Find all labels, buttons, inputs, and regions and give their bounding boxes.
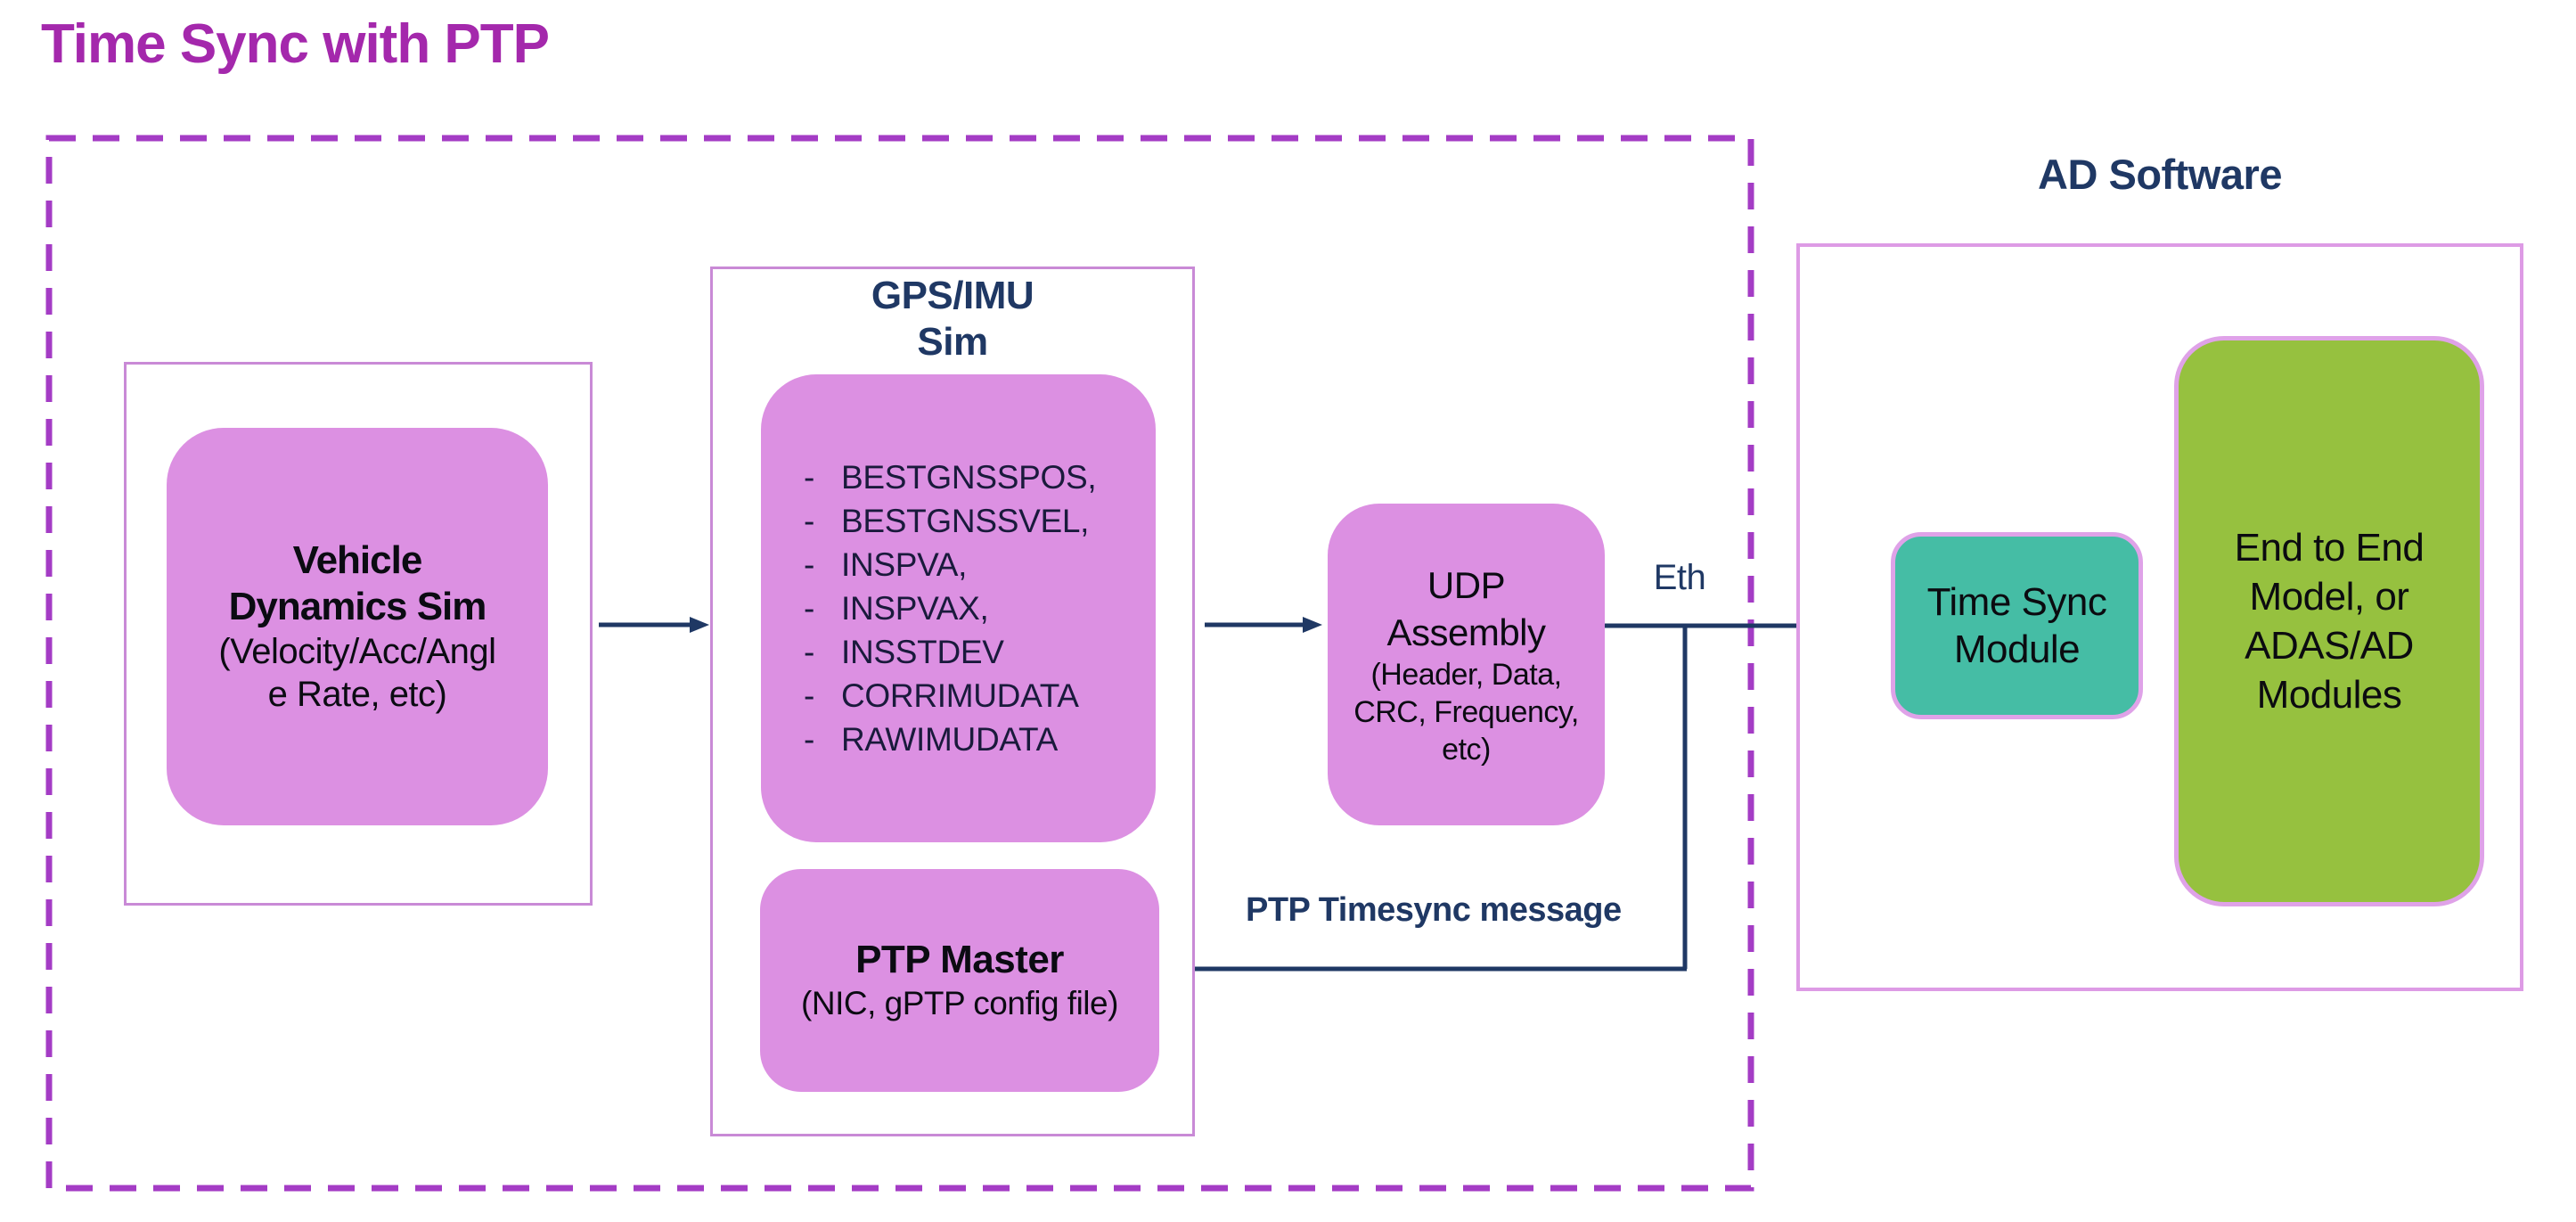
sim-boundary-dashed-border (45, 135, 1754, 1192)
bullet-dash: - (804, 721, 815, 758)
ptp-timesync-message-label: PTP Timesync message (1246, 891, 1622, 929)
gps-imu-heading-line1: GPS/IMU (871, 274, 1034, 317)
end-to-end-model-box: End to End Model, or ADAS/AD Modules (2174, 336, 2484, 906)
message-label: INSPVAX, (841, 590, 989, 627)
ptp-master-title: PTP Master (855, 938, 1064, 981)
bullet-dash: - (804, 634, 815, 670)
list-item: - CORRIMUDATA (761, 674, 1156, 718)
list-item: - RAWIMUDATA (761, 718, 1156, 761)
list-item: - BESTGNSSPOS, (761, 455, 1156, 499)
page-title: Time Sync with PTP (41, 13, 550, 75)
vds-title-line1: Vehicle (292, 538, 423, 582)
udp-title-line2: Assembly (1386, 611, 1546, 653)
gps-messages-box: - BESTGNSSPOS, - BESTGNSSVEL, - INSPVA, … (761, 374, 1156, 842)
ptp-master-box: PTP Master (NIC, gPTP config file) (760, 869, 1159, 1092)
udp-assembly-box: UDP Assembly (Header, Data, CRC, Frequen… (1328, 504, 1605, 825)
gps-imu-heading-line2: Sim (917, 320, 988, 364)
bullet-dash: - (804, 590, 815, 627)
udp-subtitle-line3: etc) (1442, 732, 1491, 767)
gps-imu-sim-heading: GPS/IMU Sim (710, 273, 1195, 365)
message-label: CORRIMUDATA (841, 677, 1079, 714)
e2e-line1: End to End (2234, 526, 2425, 570)
ad-software-heading: AD Software (2038, 151, 2282, 198)
list-item: - INSSTDEV (761, 630, 1156, 674)
udp-subtitle-line2: CRC, Frequency, (1353, 694, 1579, 729)
arrow-vds-to-gps (599, 617, 709, 633)
e2e-line2: Model, or (2249, 575, 2409, 619)
time-sync-module-line1: Time Sync (1926, 580, 2107, 624)
ptp-master-subtitle: (NIC, gPTP config file) (801, 985, 1118, 1021)
time-sync-module-box: Time Sync Module (1891, 532, 2143, 719)
bullet-dash: - (804, 503, 815, 539)
list-item: - BESTGNSSVEL, (761, 499, 1156, 543)
list-item: - INSPVAX, (761, 586, 1156, 630)
message-label: BESTGNSSVEL, (841, 503, 1090, 539)
udp-title-line1: UDP (1427, 563, 1506, 606)
vds-title-line2: Dynamics Sim (228, 585, 487, 628)
vds-subtitle-line2: e Rate, etc) (267, 675, 447, 714)
e2e-line3: ADAS/AD (2245, 624, 2414, 668)
eth-label: Eth (1653, 558, 1706, 597)
bullet-dash: - (804, 677, 815, 714)
message-label: INSPVA, (841, 546, 968, 583)
message-label: INSSTDEV (841, 634, 1004, 670)
list-item: - INSPVA, (761, 543, 1156, 586)
vds-subtitle-line1: (Velocity/Acc/Angl (218, 632, 496, 671)
e2e-line4: Modules (2256, 673, 2402, 717)
time-sync-module-line2: Module (1953, 627, 2081, 671)
bullet-dash: - (804, 546, 815, 583)
arrow-gps-to-udp (1205, 617, 1322, 633)
vehicle-dynamics-sim-box: Vehicle Dynamics Sim (Velocity/Acc/Angl … (167, 428, 548, 825)
bullet-dash: - (804, 459, 815, 496)
message-label: BESTGNSSPOS, (841, 459, 1097, 496)
message-label: RAWIMUDATA (841, 721, 1058, 758)
udp-subtitle-line1: (Header, Data, (1370, 657, 1562, 692)
